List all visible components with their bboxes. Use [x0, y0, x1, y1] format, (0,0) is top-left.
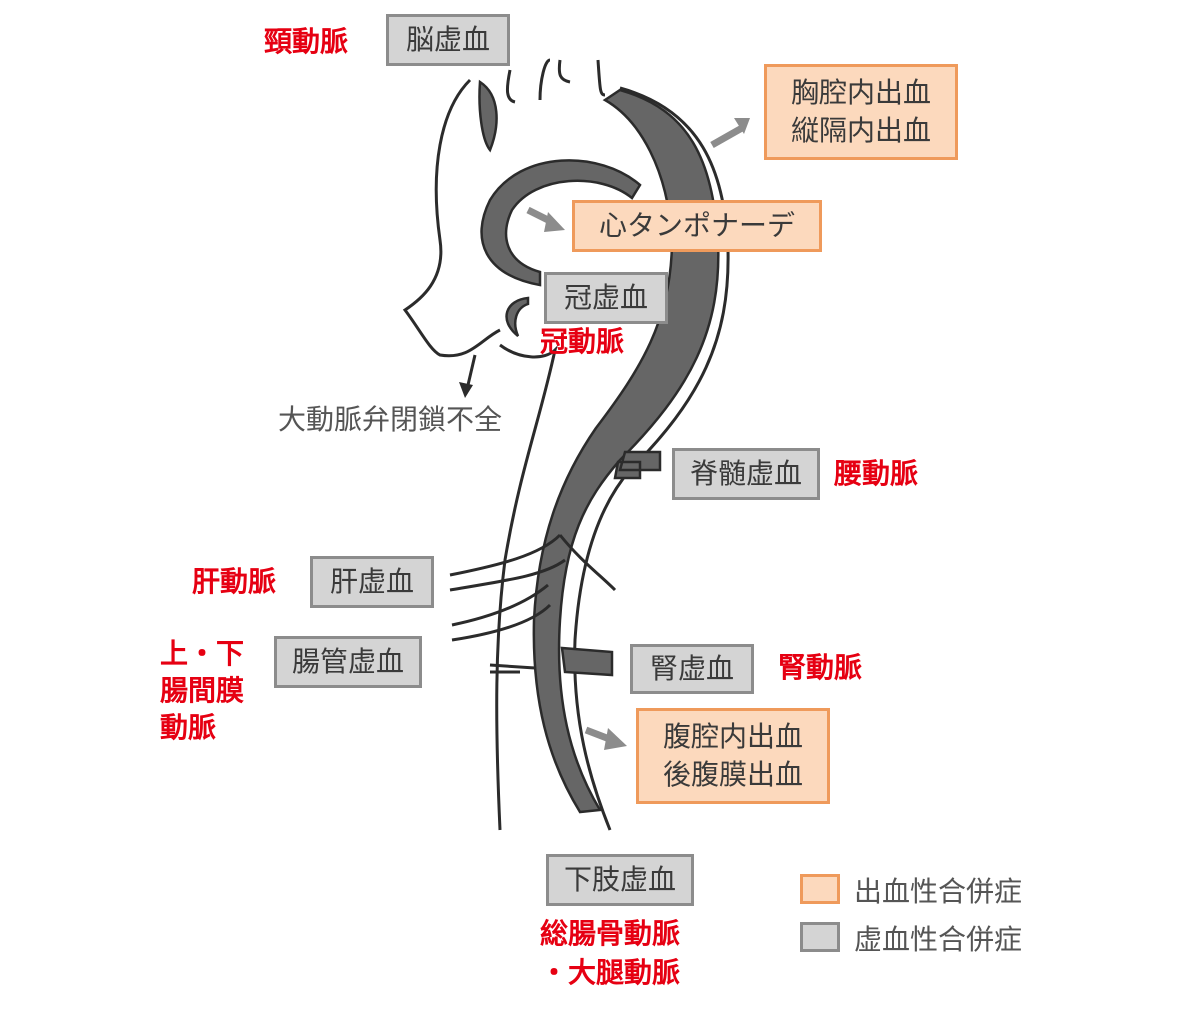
- regurgitation-arrow: [459, 354, 477, 398]
- mesenteric-line-3: 動脈: [160, 710, 217, 744]
- legend-hemorrhagic-label: 出血性合併症: [854, 875, 1023, 908]
- coronary-ischemia-label: 冠虚血: [563, 281, 648, 315]
- thoracic-hemorrhage-line-2: 縦隔内出血: [790, 114, 931, 147]
- iliac-line-1: 総腸骨動脈: [540, 917, 681, 950]
- hepatic-artery-label: 肝動脈: [192, 565, 277, 598]
- mesenteric-artery-label: 上・下 腸間膜 動脈: [160, 636, 244, 747]
- mesenteric-line-1: 上・下: [160, 637, 245, 670]
- coronary-false-lumen: [505, 296, 530, 337]
- lower-limb-ischemia-label: 下肢虚血: [563, 863, 676, 897]
- tamponade-label: 心タンポナーデ: [598, 209, 795, 243]
- abdominal-hemorrhage-line-1: 腹腔内出血: [662, 720, 803, 754]
- renal-artery-label: 腎動脈: [778, 651, 863, 684]
- mesenteric-branch: [451, 583, 552, 642]
- thoracic-hemorrhage-line-1: 胸腔内出血: [790, 76, 931, 110]
- lumbar-artery-label: 腰動脈: [834, 457, 919, 490]
- intestine-ischemia-box: 腸管虚血: [274, 636, 422, 688]
- kidney-ischemia-label: 腎虚血: [649, 652, 734, 686]
- lumbar-branch: [613, 450, 662, 480]
- kidney-ischemia-box: 腎虚血: [630, 644, 754, 694]
- lower-limb-ischemia-box: 下肢虚血: [546, 854, 694, 906]
- iliac-femoral-artery-label: 総腸骨動脈 ・大腿動脈: [540, 914, 680, 992]
- tamponade-box: 心タンポナーデ: [572, 200, 822, 252]
- spinal-ischemia-box: 脊髄虚血: [672, 448, 820, 500]
- brain-ischemia-box: 脳虚血: [386, 14, 510, 66]
- legend-hemorrhagic-swatch: [800, 874, 840, 904]
- liver-ischemia-box: 肝虚血: [310, 556, 434, 608]
- mesenteric-line-2: 腸間膜: [160, 673, 245, 707]
- hepatic-branch: [449, 533, 617, 592]
- spinal-ischemia-label: 脊髄虚血: [689, 457, 802, 491]
- thoracic-arrow: [710, 118, 750, 149]
- abdominal-hemorrhage-line-2: 後腹膜出血: [662, 758, 803, 791]
- ascending-false-lumen: [478, 79, 498, 153]
- carotid-artery-label: 頸動脈: [264, 25, 349, 58]
- iliac-line-2: ・大腿動脈: [540, 956, 681, 990]
- coronary-ischemia-box: 冠虚血: [544, 272, 668, 324]
- intestine-ischemia-label: 腸管虚血: [291, 645, 404, 679]
- renal-branch: [560, 646, 614, 677]
- coronary-artery-label: 冠動脈: [540, 325, 625, 358]
- arch-false-lumen: [480, 159, 642, 287]
- intestinal-stub: [489, 663, 536, 674]
- legend-ischemic-label: 虚血性合併症: [854, 923, 1023, 956]
- aortic-regurgitation-label: 大動脈弁閉鎖不全: [278, 403, 503, 436]
- tamponade-arrow: [526, 206, 565, 232]
- abdominal-arrow: [584, 726, 627, 750]
- thoracic-hemorrhage-box: 胸腔内出血 縦隔内出血: [764, 64, 958, 160]
- legend-ischemic-swatch: [800, 922, 840, 952]
- brain-ischemia-label: 脳虚血: [405, 23, 490, 57]
- liver-ischemia-label: 肝虚血: [329, 565, 414, 599]
- abdominal-hemorrhage-box: 腹腔内出血 後腹膜出血: [636, 708, 830, 804]
